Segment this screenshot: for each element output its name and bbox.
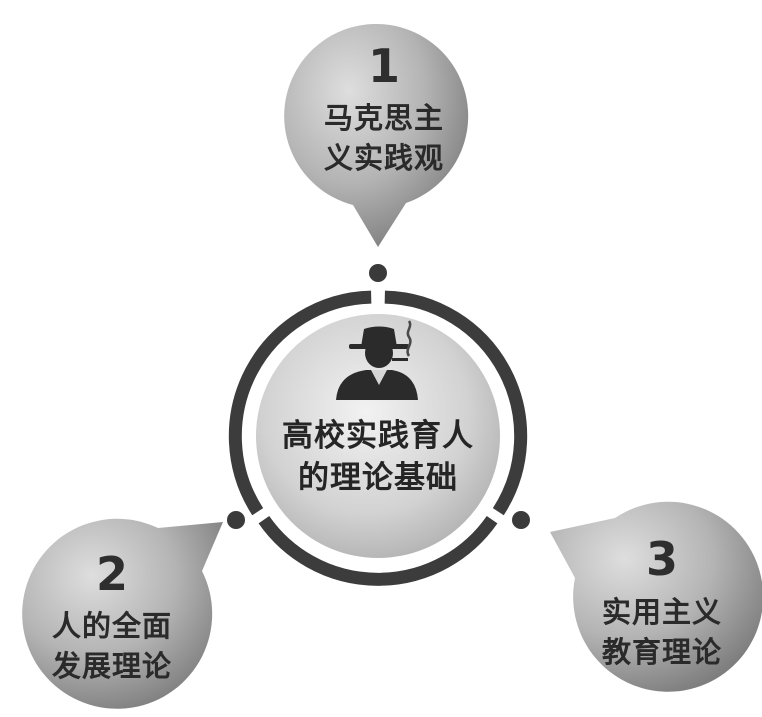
ring-segment-bottom bbox=[258, 515, 498, 586]
bubble-3-number: 3 bbox=[646, 532, 678, 586]
bubble-1-number: 1 bbox=[368, 39, 400, 93]
bubble-2-label-line2: 发展理论 bbox=[51, 649, 172, 683]
man-in-hat-smoking-icon bbox=[336, 320, 418, 400]
ring-segment-right bbox=[384, 290, 528, 516]
ring-segment-left bbox=[228, 290, 372, 516]
connector-dot-right bbox=[512, 511, 530, 529]
center-disc bbox=[256, 314, 500, 558]
bubble-2-number: 2 bbox=[96, 547, 128, 601]
bubble-2-label-line1: 人的全面 bbox=[52, 609, 172, 643]
bubble-2-shape bbox=[22, 518, 223, 709]
bubble-3: 3 实用主义 教育理论 bbox=[550, 501, 762, 692]
bubble-3-shape bbox=[550, 501, 762, 692]
connector-dot-left bbox=[227, 511, 245, 529]
connector-dot-top bbox=[369, 264, 387, 282]
bubble-2: 2 人的全面 发展理论 bbox=[22, 518, 223, 709]
center-ring bbox=[228, 290, 528, 586]
center-title-line2: 的理论基础 bbox=[298, 460, 458, 496]
bubble-3-label-line2: 教育理论 bbox=[602, 635, 722, 669]
bubble-1-label-line2: 义实践观 bbox=[324, 141, 444, 175]
bubble-1-label-line1: 马克思主 bbox=[324, 101, 444, 135]
bubble-1-shape bbox=[284, 23, 469, 247]
bubble-1: 1 马克思主 义实践观 bbox=[284, 23, 469, 247]
bubble-3-label-line1: 实用主义 bbox=[602, 595, 722, 629]
center-title-line1: 高校实践育人 bbox=[282, 418, 474, 454]
